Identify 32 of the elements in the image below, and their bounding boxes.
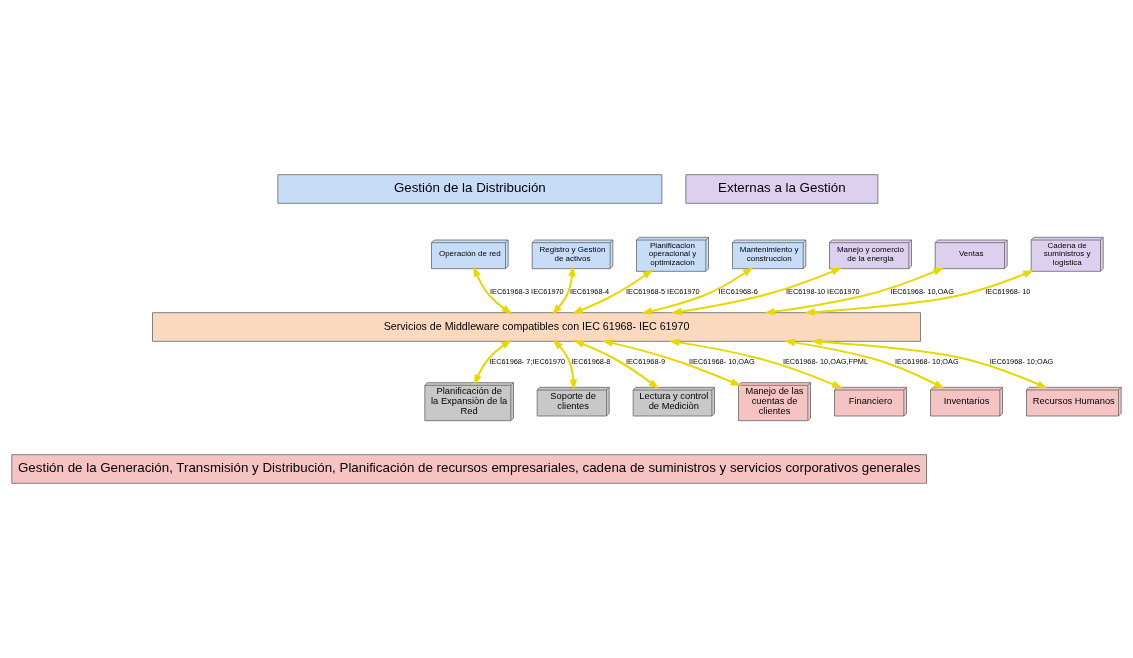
- arrow: [811, 338, 1048, 389]
- edge-label: IEC61968- 10,OAG: [890, 286, 954, 296]
- edge-label: IIEC61968- 10,OAG: [689, 356, 755, 366]
- edge-label: IEC6198-10 IEC61970: [785, 286, 860, 296]
- edge-label: IEC61968-4: [569, 286, 610, 296]
- arrow: [473, 266, 513, 315]
- arrow: [804, 270, 1034, 316]
- edge-label: IEC61968- 10;OAG: [895, 356, 959, 366]
- arrow: [668, 338, 843, 389]
- arrow: [552, 339, 578, 391]
- arrow: [573, 340, 660, 390]
- arrow: [602, 339, 742, 386]
- edge-label: IEC61968-5 IEC61970: [625, 286, 700, 296]
- edge-label: IEC61968-9: [625, 356, 666, 366]
- arrow: [641, 267, 754, 315]
- arrow: [764, 267, 945, 316]
- edge-label: IEC61968-3 IEC61970: [489, 286, 564, 296]
- node-box: Servicios de Middleware compatibles con IEC 61968- IEC 61970: [152, 312, 921, 342]
- edge-label: IEC61968-6: [718, 286, 758, 296]
- edge-label: IEC61968- 10: [985, 286, 1031, 296]
- edge-label: IEC61968- 10,OAG,FPML: [782, 356, 869, 366]
- edge-label: IEC61968-8: [571, 356, 611, 366]
- arrow: [572, 269, 654, 314]
- arrow: [473, 339, 512, 386]
- edge-label: IEC61968- 7;IEC61970: [489, 356, 566, 366]
- node-box: Gestión de la Generación, Transmisión y Distribución, Planificación de recursos empresariales, cadena de suministros y servicios corporativos generales: [11, 454, 927, 484]
- node-box: Externas a la Gestión: [685, 174, 879, 204]
- edge-label: IEC61968- 10;OAG: [989, 356, 1054, 366]
- arrow: [784, 338, 945, 389]
- arrow: [551, 265, 576, 315]
- arrow: [670, 267, 843, 316]
- node-box: Gestión de la Distribución: [277, 174, 663, 204]
